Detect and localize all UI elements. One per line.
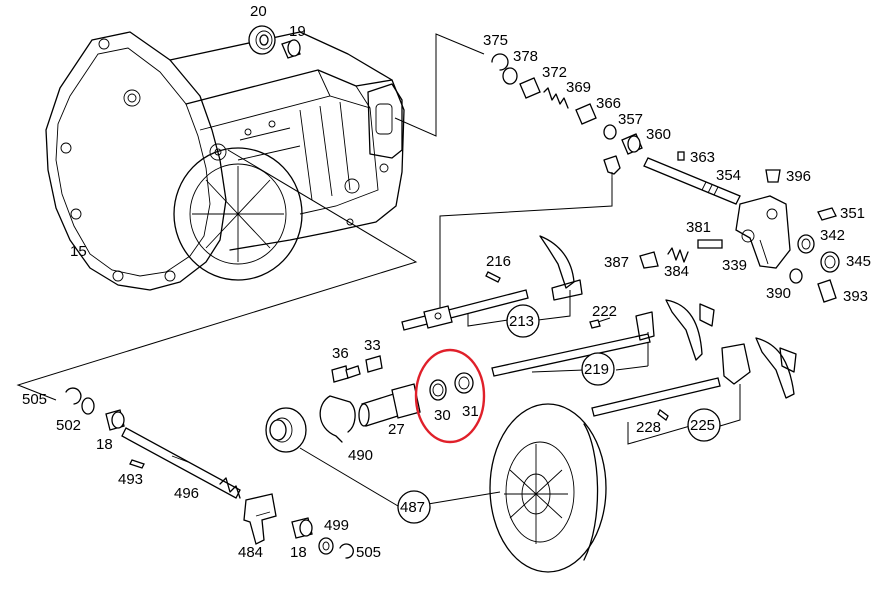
spring-369 [543, 87, 569, 109]
shift-fork-213 [539, 235, 583, 301]
plug-393 [817, 279, 837, 303]
washer-378 [502, 67, 518, 85]
plug-351 [817, 207, 837, 221]
label-357: 357 [618, 111, 643, 128]
bolt-36 [331, 365, 361, 383]
plug-387 [639, 251, 659, 269]
label-505-top: 505 [22, 391, 47, 408]
pin-228 [657, 409, 669, 421]
label-366: 366 [596, 95, 621, 112]
bushing-18a [105, 409, 125, 431]
ring-342 [797, 234, 815, 254]
lever-484 [243, 493, 277, 545]
housing-339 [735, 195, 791, 269]
bushing-372 [519, 77, 541, 99]
label-354: 354 [716, 167, 741, 184]
label-393: 393 [843, 288, 868, 305]
part-labels: 20 19 15 375 378 372 369 366 357 360 363… [22, 3, 871, 561]
shift-rod-219 [491, 333, 651, 377]
guide-sleeve-27 [358, 383, 421, 427]
highlight-circle [414, 348, 486, 444]
label-18-bottom: 18 [290, 544, 307, 561]
seal-31 [454, 372, 474, 394]
label-19: 19 [289, 23, 306, 40]
washer-499 [318, 537, 334, 555]
label-219: 219 [584, 361, 609, 378]
label-27: 27 [388, 421, 405, 438]
label-499: 499 [324, 517, 349, 534]
label-228: 228 [636, 419, 661, 436]
shift-rod-213 [401, 289, 529, 331]
label-369: 369 [566, 79, 591, 96]
label-363: 363 [690, 149, 715, 166]
ring-390 [789, 268, 803, 284]
label-484: 484 [238, 544, 263, 561]
label-36: 36 [332, 345, 349, 362]
pin-222 [589, 319, 601, 329]
clutch-disc-487 [489, 403, 607, 573]
label-18-top: 18 [96, 436, 113, 453]
label-213: 213 [509, 313, 534, 330]
bearing-20 [248, 25, 276, 55]
snap-ring-505b [339, 543, 354, 559]
label-216: 216 [486, 253, 511, 270]
label-496: 496 [174, 485, 199, 502]
label-33: 33 [364, 337, 381, 354]
plug-366 [575, 103, 597, 125]
shaft-496 [121, 427, 241, 499]
detent-fork-360 [603, 155, 621, 182]
label-351: 351 [840, 205, 865, 222]
label-342: 342 [820, 227, 845, 244]
pin-216 [485, 271, 501, 283]
label-487: 487 [400, 499, 425, 516]
label-30: 30 [434, 407, 451, 424]
label-381: 381 [686, 219, 711, 236]
transmission-housing [45, 31, 405, 291]
shaft-354 [643, 157, 741, 205]
label-222: 222 [592, 303, 617, 320]
label-360: 360 [646, 126, 671, 143]
label-15: 15 [70, 243, 87, 260]
label-378: 378 [513, 48, 538, 65]
bushing-18b [291, 517, 313, 539]
shift-fork-225 [721, 337, 797, 399]
label-31: 31 [462, 403, 479, 420]
label-339: 339 [722, 257, 747, 274]
washer-502 [81, 397, 95, 415]
release-bearing-487 [265, 407, 307, 453]
label-505-bottom: 505 [356, 544, 381, 561]
shift-rod-225 [591, 377, 721, 417]
bolt-381 [697, 239, 723, 249]
label-345: 345 [846, 253, 871, 270]
pin-493 [129, 459, 145, 469]
spring-clip-490 [319, 395, 356, 443]
label-20: 20 [250, 3, 267, 20]
callout-circles [397, 304, 721, 524]
snap-ring-505a [65, 387, 82, 405]
label-390: 390 [766, 285, 791, 302]
shift-bracket-219 [635, 311, 655, 341]
snap-ring-375 [491, 53, 509, 71]
leader-lines [16, 33, 741, 507]
label-502: 502 [56, 417, 81, 434]
bushing-19 [281, 39, 301, 59]
label-372: 372 [542, 64, 567, 81]
label-225: 225 [690, 417, 715, 434]
bushing-33 [365, 355, 383, 373]
shift-fork-219 [665, 299, 715, 361]
label-375: 375 [483, 32, 508, 49]
ring-345 [820, 251, 840, 273]
spring-384 [667, 247, 689, 263]
label-493: 493 [118, 471, 143, 488]
label-490: 490 [348, 447, 373, 464]
ring-357 [603, 124, 617, 140]
label-396: 396 [786, 168, 811, 185]
bushing-360 [621, 133, 643, 155]
cap-396 [765, 169, 781, 183]
label-384: 384 [664, 263, 689, 280]
seal-30 [429, 379, 447, 401]
label-387: 387 [604, 254, 629, 271]
pin-363 [677, 151, 685, 161]
